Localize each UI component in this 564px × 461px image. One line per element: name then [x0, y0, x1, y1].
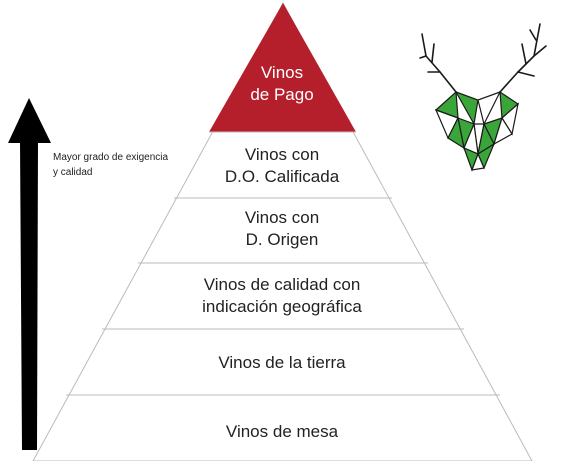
arrow-head — [8, 98, 51, 143]
level-pago-line1: Vinos — [260, 63, 304, 82]
level-igp-line1: Vinos de calidad con — [203, 275, 361, 294]
level-do-calificada-line2: D.O. Calificada — [224, 167, 340, 186]
arrow-label-line1: Mayor grado de exigencia — [53, 152, 169, 163]
quality-arrow — [8, 98, 51, 450]
pyramid-outline — [32, 1, 533, 461]
level-do-calificada-label: Vinos con D.O. Calificada — [132, 144, 432, 188]
level-d-origen-label: Vinos con D. Origen — [132, 207, 432, 251]
level-pago-line2: de Pago — [250, 85, 314, 104]
level-mesa-line1: Vinos de mesa — [225, 422, 339, 441]
level-pago-fill — [209, 3, 356, 132]
level-tierra-label: Vinos de la tierra — [132, 352, 432, 374]
level-pago-label: Vinos de Pago — [132, 62, 432, 106]
arrow-label-line2: y calidad — [53, 167, 93, 178]
level-d-origen-line1: Vinos con — [244, 208, 320, 227]
level-do-calificada-line1: Vinos con — [244, 145, 320, 164]
level-tierra-line1: Vinos de la tierra — [218, 353, 346, 372]
arrow-shaft — [20, 141, 38, 450]
level-d-origen-line2: D. Origen — [245, 230, 319, 249]
deer-head-icon — [419, 23, 547, 172]
level-igp-label: Vinos de calidad con indicación geográfi… — [132, 274, 432, 318]
arrow-label: Mayor grado de exigencia y calidad — [53, 150, 203, 180]
level-igp-line2: indicación geográfica — [202, 297, 362, 316]
level-mesa-label: Vinos de mesa — [132, 421, 432, 443]
